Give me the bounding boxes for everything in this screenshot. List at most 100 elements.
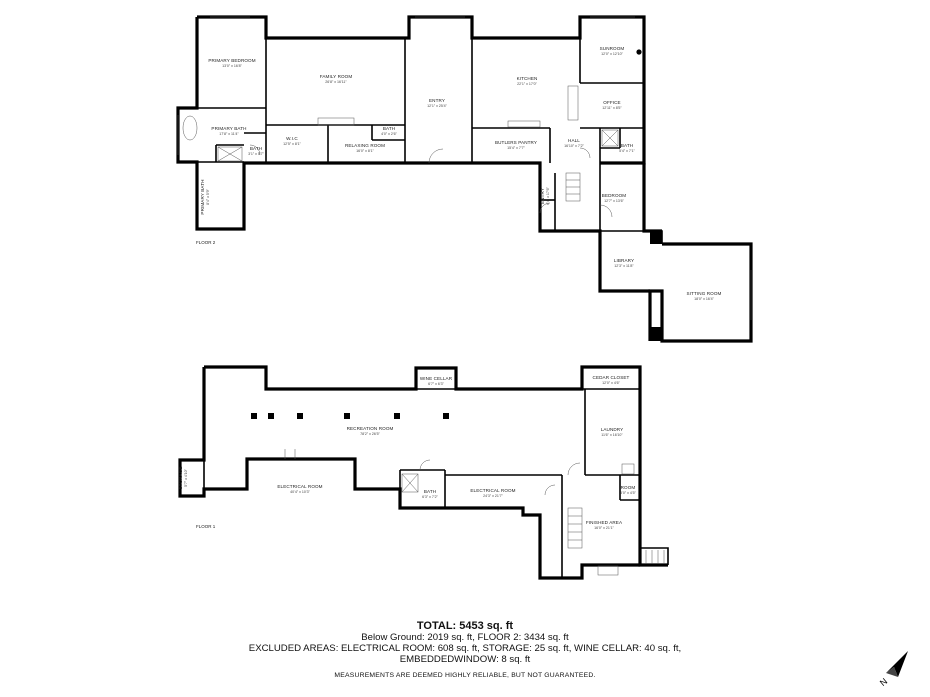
room-finished-area: FINISHED AREA 16'0" x 21'1" bbox=[586, 520, 623, 530]
room-hall: HALL 16'10" x 7'2" bbox=[564, 138, 584, 148]
room-kitchen: KITCHEN 22'1" x 17'0" bbox=[517, 76, 538, 86]
svg-text:FAMILY ROOM: FAMILY ROOM bbox=[320, 74, 353, 79]
room-primary-bath-2: PRIMARY BATH 8'4" x 5'9" bbox=[200, 179, 210, 214]
floor-2-plan bbox=[176, 15, 753, 343]
svg-text:18'0" x 16'4": 18'0" x 16'4" bbox=[694, 297, 714, 301]
svg-text:17'8" x 11'4": 17'8" x 11'4" bbox=[219, 132, 239, 136]
svg-text:KITCHEN: KITCHEN bbox=[517, 76, 538, 81]
room-primary-bath: PRIMARY BATH 17'8" x 11'4" bbox=[211, 126, 246, 136]
svg-text:11'6" x 16'10": 11'6" x 16'10" bbox=[601, 433, 623, 437]
room-wic: W.I.C 12'5" x 8'1" bbox=[283, 136, 301, 146]
svg-text:ENTRY: ENTRY bbox=[540, 188, 545, 204]
svg-text:12'11" x 8'5": 12'11" x 8'5" bbox=[602, 106, 622, 110]
floor-1-label: FLOOR 1 bbox=[196, 524, 216, 529]
svg-text:15'4" x 7'7": 15'4" x 7'7" bbox=[507, 146, 525, 150]
svg-text:5'0" x 4'5": 5'0" x 4'5" bbox=[620, 491, 636, 495]
excluded-areas-cont: EMBEDDEDWINDOW: 8 sq. ft bbox=[399, 654, 531, 665]
room-recreation-room: RECREATION ROOM 78'2" x 26'5" bbox=[347, 426, 394, 436]
svg-text:16'0" x 21'1": 16'0" x 21'1" bbox=[594, 526, 614, 530]
room-cedar-closet: CEDAR CLOSET 12'0" x 4'6" bbox=[593, 375, 630, 385]
room-wine-cellar: WINE CELLAR 6'7" x 6'3" bbox=[420, 376, 453, 386]
svg-text:40'4" x 10'3": 40'4" x 10'3" bbox=[290, 490, 310, 494]
svg-text:12'3" x 11'8": 12'3" x 11'8" bbox=[614, 264, 634, 268]
svg-text:ELECTRICAL ROOM: ELECTRICAL ROOM bbox=[470, 488, 515, 493]
svg-text:16'0" x 8'1": 16'0" x 8'1" bbox=[356, 149, 374, 153]
svg-text:6'4" x 17'6": 6'4" x 17'6" bbox=[546, 186, 550, 204]
svg-text:ELECTRICAL ROOM: ELECTRICAL ROOM bbox=[277, 484, 322, 489]
floor-plan: PRIMARY BEDROOM 13'0" x 16'8" FAMILY ROO… bbox=[176, 15, 753, 580]
room-relaxing-room: RELAXING ROOM 16'0" x 8'1" bbox=[345, 143, 385, 153]
svg-text:CEDAR CLOSET: CEDAR CLOSET bbox=[593, 375, 630, 380]
svg-text:HALL: HALL bbox=[568, 138, 580, 143]
room-sunroom: SUNROOM 12'0" x 12'10" bbox=[600, 46, 625, 56]
svg-text:FINISHED AREA: FINISHED AREA bbox=[586, 520, 623, 525]
svg-text:OFFICE: OFFICE bbox=[603, 100, 620, 105]
svg-text:16'10" x 7'2": 16'10" x 7'2" bbox=[564, 144, 584, 148]
room-electrical-room-1: ELECTRICAL ROOM 40'4" x 10'3" bbox=[277, 484, 322, 494]
svg-text:8'4" x 5'9": 8'4" x 5'9" bbox=[206, 188, 210, 204]
svg-text:4'0" x 2'6": 4'0" x 2'6" bbox=[381, 132, 397, 136]
svg-text:LAUNDRY: LAUNDRY bbox=[601, 427, 624, 432]
svg-text:RECREATION ROOM: RECREATION ROOM bbox=[347, 426, 394, 431]
svg-text:RELAXING ROOM: RELAXING ROOM bbox=[345, 143, 385, 148]
svg-text:BUTLERS PANTRY: BUTLERS PANTRY bbox=[495, 140, 537, 145]
svg-text:ROOM: ROOM bbox=[621, 485, 636, 490]
room-library: LIBRARY 12'3" x 11'8" bbox=[614, 258, 635, 268]
room-small: ROOM 5'0" x 4'5" bbox=[620, 485, 636, 495]
room-butlers-pantry: BUTLERS PANTRY 15'4" x 7'7" bbox=[495, 140, 537, 150]
svg-text:22'1" x 17'0": 22'1" x 17'0" bbox=[517, 82, 537, 86]
room-laundry: LAUNDRY 11'6" x 16'10" bbox=[601, 427, 624, 437]
room-labels: PRIMARY BEDROOM 13'0" x 16'8" FAMILY ROO… bbox=[178, 46, 722, 530]
room-bath-lower: BATH 6'3" x 7'2" bbox=[422, 489, 438, 499]
svg-text:W.I.C: W.I.C bbox=[286, 136, 298, 141]
north-label: N bbox=[878, 676, 889, 688]
svg-text:LIBRARY: LIBRARY bbox=[614, 258, 634, 263]
room-family-room: FAMILY ROOM 26'8" x 16'11" bbox=[320, 74, 353, 84]
svg-text:PRIMARY BEDROOM: PRIMARY BEDROOM bbox=[208, 58, 255, 63]
svg-text:BATH: BATH bbox=[424, 489, 436, 494]
svg-text:SITTING ROOM: SITTING ROOM bbox=[687, 291, 722, 296]
svg-text:BEDROOM: BEDROOM bbox=[602, 193, 627, 198]
svg-text:24'3" x 21'7": 24'3" x 21'7" bbox=[483, 494, 503, 498]
svg-text:12'7" x 13'6": 12'7" x 13'6" bbox=[604, 199, 624, 203]
svg-text:BATH: BATH bbox=[250, 146, 262, 151]
svg-text:78'2" x 26'5": 78'2" x 26'5" bbox=[360, 432, 380, 436]
svg-text:ENTRY: ENTRY bbox=[429, 98, 445, 103]
room-primary-bedroom: PRIMARY BEDROOM 13'0" x 16'8" bbox=[208, 58, 255, 68]
floor-1-plan bbox=[178, 365, 669, 580]
area-summary: TOTAL: 5453 sq. ft Below Ground: 2019 sq… bbox=[0, 621, 930, 681]
svg-text:6'3" x 7'2": 6'3" x 7'2" bbox=[422, 495, 438, 499]
svg-text:SUNROOM: SUNROOM bbox=[600, 46, 625, 51]
svg-text:13'0" x 16'8": 13'0" x 16'8" bbox=[222, 64, 242, 68]
room-bath-small-3: BATH 5'4" x 7'1" bbox=[619, 143, 635, 153]
svg-text:WINE CELLAR: WINE CELLAR bbox=[420, 376, 453, 381]
below-ground-area: Below Ground: 2019 sq. ft, FLOOR 2: 3434… bbox=[361, 632, 569, 643]
svg-text:STORAGE: STORAGE bbox=[178, 466, 183, 489]
svg-text:3'1" x 5'7": 3'1" x 5'7" bbox=[248, 152, 264, 156]
svg-text:26'8" x 16'11": 26'8" x 16'11" bbox=[325, 80, 347, 84]
room-office: OFFICE 12'11" x 8'5" bbox=[602, 100, 622, 110]
svg-text:12'0" x 4'6": 12'0" x 4'6" bbox=[602, 381, 620, 385]
svg-text:12'1" x 25'4": 12'1" x 25'4" bbox=[427, 104, 447, 108]
svg-text:BATH: BATH bbox=[621, 143, 633, 148]
room-bath-small-2: BATH 3'1" x 5'7" bbox=[248, 146, 264, 156]
room-electrical-room-2: ELECTRICAL ROOM 24'3" x 21'7" bbox=[470, 488, 515, 498]
svg-text:6'7" x 6'3": 6'7" x 6'3" bbox=[428, 382, 444, 386]
svg-text:PRIMARY BATH: PRIMARY BATH bbox=[211, 126, 246, 131]
room-bedroom: BEDROOM 12'7" x 13'6" bbox=[602, 193, 627, 203]
svg-text:5'4" x 7'1": 5'4" x 7'1" bbox=[619, 149, 635, 153]
svg-text:12'0" x 12'10": 12'0" x 12'10" bbox=[601, 52, 623, 56]
floor-2-label: FLOOR 2 bbox=[196, 240, 216, 245]
total-area: TOTAL: 5453 sq. ft bbox=[416, 620, 514, 632]
room-sitting-room: SITTING ROOM 18'0" x 16'4" bbox=[687, 291, 722, 301]
disclaimer: MEASUREMENTS ARE DEEMED HIGHLY RELIABLE,… bbox=[334, 672, 596, 679]
svg-text:12'5" x 8'1": 12'5" x 8'1" bbox=[283, 142, 301, 146]
svg-text:PRIMARY BATH: PRIMARY BATH bbox=[200, 179, 205, 214]
room-entry-side: ENTRY 6'4" x 17'6" bbox=[540, 186, 550, 204]
excluded-areas: EXCLUDED AREAS: ELECTRICAL ROOM: 608 sq.… bbox=[248, 643, 682, 654]
svg-text:5'7" x 4'10": 5'7" x 4'10" bbox=[184, 468, 188, 486]
north-arrow-icon: N bbox=[878, 651, 908, 688]
svg-text:BATH: BATH bbox=[383, 126, 395, 131]
room-storage: STORAGE 5'7" x 4'10" bbox=[178, 466, 188, 489]
room-entry-main: ENTRY 12'1" x 25'4" bbox=[427, 98, 447, 108]
